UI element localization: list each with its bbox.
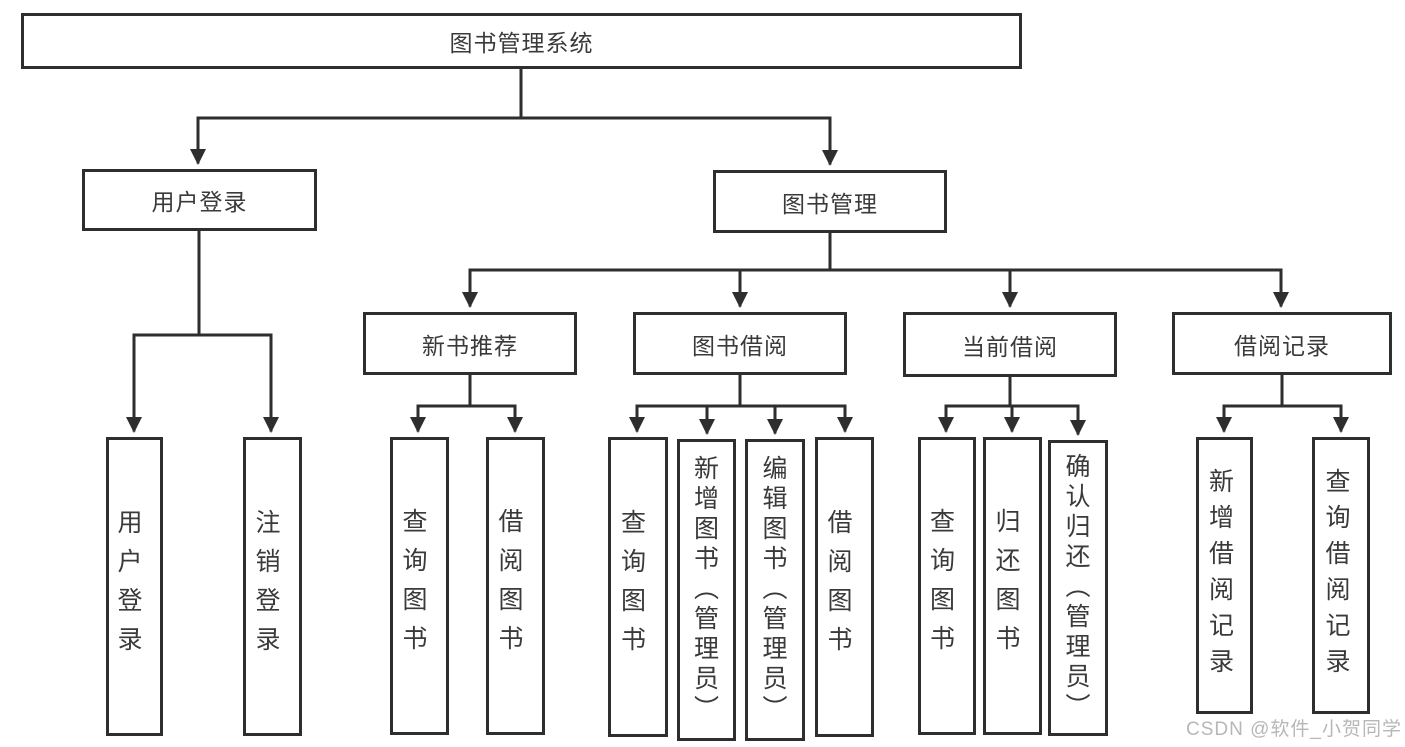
leaf-query-borrow-record: 查询借阅记录: [1312, 437, 1370, 714]
csdn-watermark: CSDN @软件_小贺同学: [1186, 719, 1402, 740]
leaf-borrow-books-recommend: 借阅图书: [486, 437, 545, 735]
node-book-management: 图书管理: [713, 170, 947, 233]
leaf-query-books-borrow: 查询图书: [608, 437, 668, 737]
leaf-borrow-books: 借阅图书: [815, 437, 874, 737]
leaf-query-books-recommend: 查询图书: [390, 437, 449, 735]
leaf-return-book: 归还图书: [983, 437, 1042, 735]
node-user-login-group: 用户登录: [82, 169, 317, 231]
leaf-edit-book-admin: 编辑图书（管理员）: [745, 439, 805, 741]
leaf-add-borrow-record: 新增借阅记录: [1196, 437, 1253, 714]
leaf-query-books-current: 查询图书: [918, 437, 976, 735]
leaf-add-book-admin: 新增图书（管理员）: [677, 439, 736, 741]
leaf-user-login: 用户登录: [106, 437, 163, 736]
node-library-management-system: 图书管理系统: [21, 13, 1022, 69]
leaf-logout: 注销登录: [243, 437, 302, 736]
node-new-book-recommend: 新书推荐: [363, 312, 577, 375]
leaf-confirm-return-admin: 确认归还（管理员）: [1048, 440, 1108, 736]
node-current-borrow: 当前借阅: [903, 312, 1117, 377]
node-book-borrow: 图书借阅: [633, 312, 847, 375]
node-borrow-records: 借阅记录: [1172, 312, 1392, 375]
